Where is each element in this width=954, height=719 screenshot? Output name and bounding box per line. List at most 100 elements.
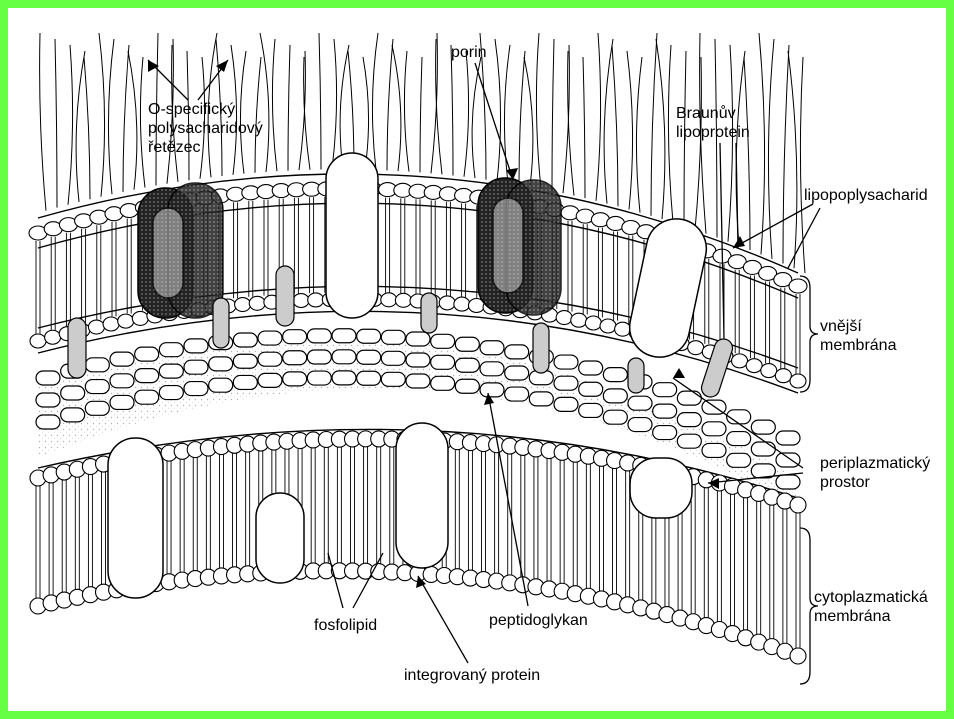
peptidoglycan-unit [677,434,701,448]
peptidoglycan-unit [579,382,603,396]
lipid-headgroup [732,354,748,368]
polysaccharide-strand [783,45,789,264]
lipid-headgroup [103,317,119,331]
polysaccharide-strand [108,39,114,194]
polysaccharide-strand [651,33,657,216]
peptidoglycan-unit [135,369,159,383]
peptidoglycan-unit [85,401,109,415]
peptidoglycan-unit [505,345,529,359]
lipid-headgroup [600,319,616,333]
peptidoglycan-unit [110,374,134,388]
peptidoglycan-unit [159,343,183,357]
lipid-headgroup [775,369,791,383]
peptidoglycan-unit [776,475,800,489]
peptidoglycan-unit [727,453,751,467]
polysaccharide-strand [68,45,73,205]
polysaccharide-strand [348,51,354,169]
peptidoglycan-unit [455,379,479,393]
peptidoglycan-unit [406,374,430,388]
polysaccharide-strand [612,45,618,206]
peptidoglycan-unit [36,371,60,385]
polysaccharide-strand [304,57,310,170]
label-peptidoglycan: peptidoglykan [489,611,588,630]
polysaccharide-strand [272,39,277,171]
polysaccharide-strand [583,57,585,198]
peptidoglycan-unit [61,408,85,422]
polysaccharide-strand [84,57,90,199]
lipid-headgroup [454,297,470,311]
lipid-headgroup [395,293,411,307]
lipid-headgroup [790,648,806,664]
label-periplasm: periplazmatický prostor [820,454,930,492]
peptidoglycan-unit [455,358,479,372]
brace-outer-membrane [800,276,818,392]
polysaccharide-strand [596,33,601,201]
polysaccharide-strand [128,51,137,190]
peptidoglycan-unit [702,443,726,457]
lipid-headgroup [132,311,148,325]
polysaccharide-strand [536,33,541,189]
peptidoglycan-unit [135,390,159,404]
peptidoglycan-unit [579,403,603,417]
peptidoglycan-unit [110,395,134,409]
peptidoglycan-unit [184,360,208,374]
lipid-headgroup [308,293,324,307]
peptidoglycan-unit [184,339,208,353]
peptidoglycan-unit [36,393,60,407]
peptidoglycan-unit [135,347,159,361]
peptidoglycan-unit [505,387,529,401]
peptidoglycan-unit [258,331,282,345]
polysaccharide-strand [404,51,409,172]
peptidoglycan-unit [357,350,381,364]
peptidoglycan-unit [554,355,578,369]
peptidoglycan-unit [653,404,677,418]
polysaccharide-strand [363,57,369,170]
polysaccharide-strand [332,39,337,169]
peptidoglycan-unit [776,431,800,445]
peptidoglycan-unit [233,354,257,368]
peptidoglycan-unit [258,352,282,366]
peptidoglycan-unit [677,391,701,405]
peptidoglycan-unit [381,372,405,386]
polysaccharide-strand [340,45,349,169]
peptidoglycan-unit [332,329,356,343]
peptidoglycan-unit [159,386,183,400]
polysaccharide-strand [288,45,290,171]
peptidoglycan-unit [357,329,381,343]
peptidoglycan-unit [258,373,282,387]
polysaccharide-strand [524,57,533,187]
polysaccharide-strand [387,39,393,170]
label-outer-membrane: vnější membrána [820,317,896,355]
lipid-headgroup [615,322,631,336]
polysaccharide-strand [728,45,733,242]
lipid-headgroup [118,314,134,328]
peptidoglycan-unit [455,337,479,351]
polysaccharide-strand [451,45,453,175]
peptidoglycan-unit [677,413,701,427]
polysaccharide-strand [519,51,525,185]
lipid-headgroup [688,341,704,355]
peptidoglycan-unit [381,351,405,365]
peptidoglycan-unit [603,389,627,403]
lipid-headgroup [746,359,762,373]
peptidoglycan-unit [727,410,751,424]
peptidoglycan-unit [184,382,208,396]
peptidoglycan-unit [406,353,430,367]
peptidoglycan-unit [332,350,356,364]
polysaccharide-strand [76,51,85,202]
peptidoglycan-unit [653,383,677,397]
lipid-headgroup [761,364,777,378]
lipid-headgroup [293,294,309,308]
porin-left [138,183,223,318]
peptidoglycan-unit [332,371,356,385]
lipid-headgroup [585,316,601,330]
lipid-headgroup [30,334,46,348]
peptidoglycan-unit [283,330,307,344]
polysaccharide-strand [319,33,321,169]
lipid-headgroup [249,296,265,310]
polysaccharide-strand [788,51,797,268]
peptidoglycan-unit [579,361,603,375]
label-integral-protein: integrovaný protein [404,666,540,685]
peptidoglycan-unit [653,426,677,440]
